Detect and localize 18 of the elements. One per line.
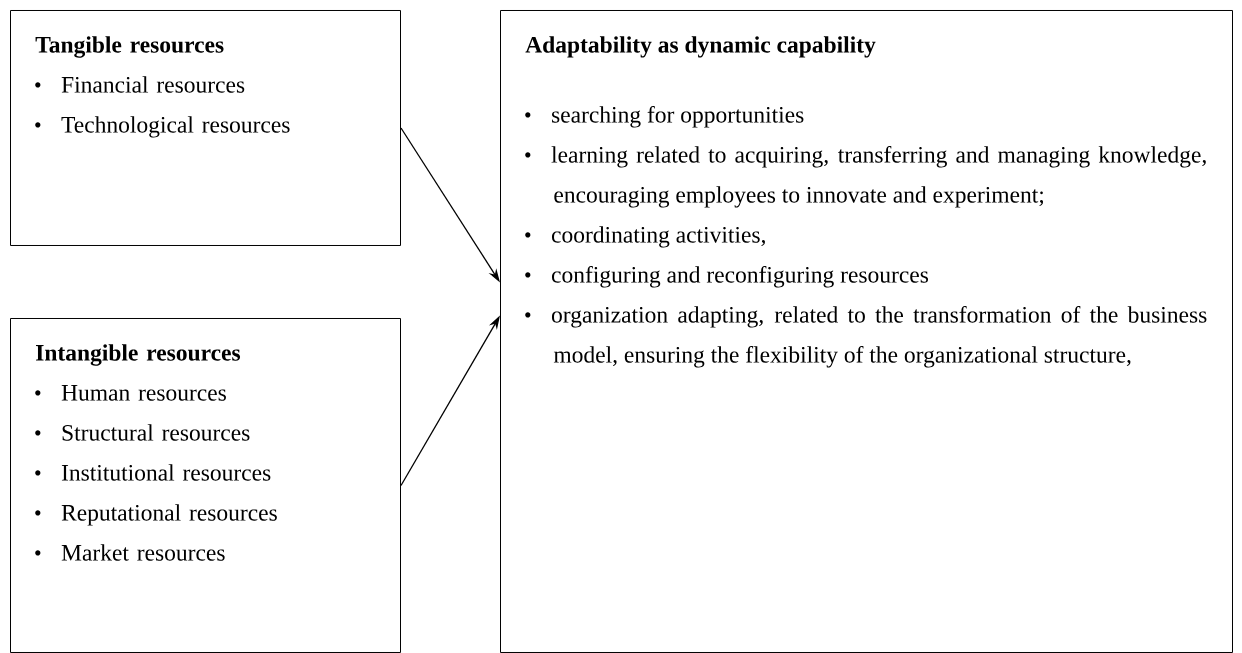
node-label: Tangible resources (35, 36, 224, 58)
list-item: Human resources (35, 385, 226, 401)
list-item: coordinating activities, (525, 226, 765, 248)
list-item: organization adapting, related to the transformation of the business model, ensuring the flexibility of the organizational structure, (525, 305, 1207, 368)
list-item: Structural resources (35, 424, 250, 441)
list-item: searching for opportunities (525, 105, 804, 128)
node-label: Intangible resources (36, 344, 241, 366)
list-item: learning related to acquiring, transferring and managing knowledge, encouraging employees to innovate and experiment; (525, 145, 1206, 208)
capability-box (500, 10, 1233, 653)
node-label: Adaptability as dynamic capability (525, 36, 876, 58)
list-item: configuring and reconfiguring resources (525, 265, 929, 288)
list-item: Financial resources (35, 76, 245, 93)
resource-box (10, 318, 401, 653)
resource-box (10, 10, 401, 246)
list-item: Institutional resources (35, 464, 271, 481)
list-item: Reputational resources (35, 504, 277, 526)
list-item: Market resources (35, 544, 225, 561)
list-item: Technological resources (35, 116, 290, 138)
